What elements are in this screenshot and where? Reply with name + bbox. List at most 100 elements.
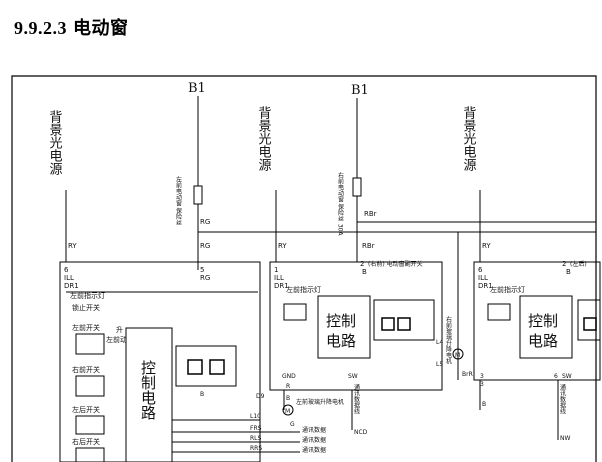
left-front-light-label: 左前指示灯 bbox=[70, 291, 105, 300]
left-relay-box bbox=[175, 345, 237, 387]
right-relay-1 bbox=[583, 317, 597, 331]
pin-2: 2 bbox=[360, 260, 364, 268]
ill-2: ILL bbox=[274, 274, 284, 282]
svg-text:右前玻璃升降电机: 右前玻璃升降电机 bbox=[445, 315, 452, 365]
wire-ry-2: RY bbox=[278, 242, 287, 250]
right-front-light-label: 左前指示灯 bbox=[286, 285, 321, 294]
middle-light-switch bbox=[283, 303, 307, 321]
dr-3: DR1 bbox=[478, 282, 493, 290]
wire-b-4: B bbox=[482, 401, 486, 408]
svg-text:控制电路: 控制电路 bbox=[139, 360, 157, 420]
control-circuit-left-label: 控制电路 bbox=[139, 360, 157, 420]
backlight-label-a: 背景光电源 bbox=[47, 110, 63, 175]
control-circuit-mid bbox=[317, 295, 371, 359]
svg-text:右后开关: 右后开关 bbox=[72, 437, 100, 446]
dr-2: DR1 bbox=[274, 282, 289, 290]
lock-switch-label: 锁止开关 bbox=[72, 303, 100, 312]
wire-gnd: GND bbox=[282, 373, 296, 380]
right-light-switch bbox=[487, 303, 511, 321]
control-circuit-mid-label-1: 控制 bbox=[326, 312, 356, 330]
control-circuit-left bbox=[125, 327, 173, 462]
rr-switch: 右后开关 bbox=[72, 437, 105, 462]
left-relay-2 bbox=[209, 359, 225, 375]
wire-rg-top: RG bbox=[200, 218, 210, 226]
pin-6a: 6 bbox=[64, 266, 69, 274]
svg-text:右前电动窗 保险丝 30A: 右前电动窗 保险丝 30A bbox=[337, 171, 344, 236]
svg-text:左前开关: 左前开关 bbox=[72, 323, 100, 332]
diagram-frame bbox=[11, 75, 597, 462]
rf-switch: 右前开关 bbox=[72, 365, 105, 397]
fuse-left-label: 左前电动窗 保险丝 bbox=[175, 175, 182, 226]
left-switch-module bbox=[59, 261, 261, 462]
svg-text:右前开关: 右前开关 bbox=[72, 365, 100, 374]
pin-6b: 6 bbox=[478, 266, 483, 274]
wire-ry-3: RY bbox=[482, 242, 491, 250]
wire-ncd: NCD bbox=[354, 429, 368, 436]
left-relay-1 bbox=[187, 359, 203, 375]
sig-3: 通讯数据 bbox=[302, 436, 326, 444]
wire-l5: L5 bbox=[436, 361, 443, 368]
wire-ry-1: RY bbox=[68, 242, 77, 250]
ill-1: ILL bbox=[64, 274, 74, 282]
wire-l10: L10 bbox=[250, 413, 261, 420]
wire-brr: BrR bbox=[462, 371, 473, 378]
fuse-left bbox=[193, 185, 203, 205]
wire-r: R bbox=[286, 383, 290, 390]
section-title: 电动窗 bbox=[73, 18, 129, 39]
svg-text:通讯数据线: 通讯数据线 bbox=[353, 383, 360, 414]
wire-frs: FRS bbox=[250, 425, 262, 432]
control-circuit-mid-label-2: 电路 bbox=[326, 332, 356, 350]
b1-label-left: B1 bbox=[188, 81, 206, 96]
backlight-label-b: 背景光电源 bbox=[256, 106, 272, 171]
right-front-light-label-2: 左前指示灯 bbox=[490, 285, 525, 294]
motor-right-m: M bbox=[455, 352, 460, 359]
svg-text:背景光电源: 背景光电源 bbox=[256, 106, 272, 171]
sig-1: 通讯数据线 bbox=[353, 383, 360, 414]
wire-g: G bbox=[290, 421, 295, 428]
middle-switch-module bbox=[269, 261, 443, 391]
wire-d9: D9 bbox=[256, 393, 265, 400]
pin-6c: 6 bbox=[554, 373, 558, 380]
pin-3b: 3 bbox=[480, 381, 484, 388]
wire-rls: RLS bbox=[250, 435, 262, 442]
svg-text:通讯数据线: 通讯数据线 bbox=[559, 383, 566, 414]
dr-1: DR1 bbox=[64, 282, 79, 290]
right-switch-header-2: (左后) bbox=[570, 260, 587, 268]
sig-5: 通讯数据线 bbox=[559, 383, 566, 414]
wire-sw-2: SW bbox=[562, 373, 572, 380]
pin-5: 5 bbox=[200, 266, 204, 274]
wire-l4: L4 bbox=[436, 339, 443, 346]
pin-1: 1 bbox=[274, 266, 278, 274]
lf-switch: 左前开关 左前动 升 bbox=[72, 323, 127, 355]
wire-b-5: B bbox=[200, 391, 204, 398]
motor-left-m: M bbox=[285, 408, 290, 415]
mid-relay-1 bbox=[381, 317, 395, 331]
motor-left-label: 左前玻璃升降电机 bbox=[296, 398, 344, 406]
svg-text:左前动: 左前动 bbox=[106, 335, 127, 344]
motor-left bbox=[282, 404, 294, 416]
wire-rbr: RBr bbox=[364, 210, 377, 218]
ill-3: ILL bbox=[478, 274, 488, 282]
sig-4: 通讯数据 bbox=[302, 446, 326, 454]
wire-rrs: RRS bbox=[250, 445, 262, 452]
control-circuit-right-label-2: 电路 bbox=[528, 332, 558, 350]
motor-right-label: 右前玻璃升降电机 bbox=[445, 315, 452, 365]
control-circuit-right bbox=[519, 295, 573, 359]
wire-rg-mid: RG bbox=[200, 242, 210, 250]
lr-switch: 左后开关 bbox=[72, 405, 105, 435]
control-circuit-right-label-1: 控制 bbox=[528, 312, 558, 330]
wire-nw: NW bbox=[560, 435, 570, 442]
right-switch-header: (右前) 电动窗副开关 bbox=[368, 260, 423, 268]
mid-relay-2 bbox=[397, 317, 411, 331]
svg-text:升: 升 bbox=[116, 325, 123, 334]
svg-text:左前电动窗 保险丝: 左前电动窗 保险丝 bbox=[175, 175, 182, 226]
svg-text:背景光电源: 背景光电源 bbox=[47, 110, 63, 175]
wire-rg-low: RG bbox=[200, 274, 210, 282]
svg-text:左后开关: 左后开关 bbox=[72, 405, 100, 414]
fuse-right-label: 右前电动窗 保险丝 30A bbox=[337, 171, 344, 236]
fuse-right bbox=[352, 177, 362, 197]
backlight-label-c: 背景光电源 bbox=[461, 106, 477, 171]
mid-relay-box bbox=[373, 299, 435, 341]
